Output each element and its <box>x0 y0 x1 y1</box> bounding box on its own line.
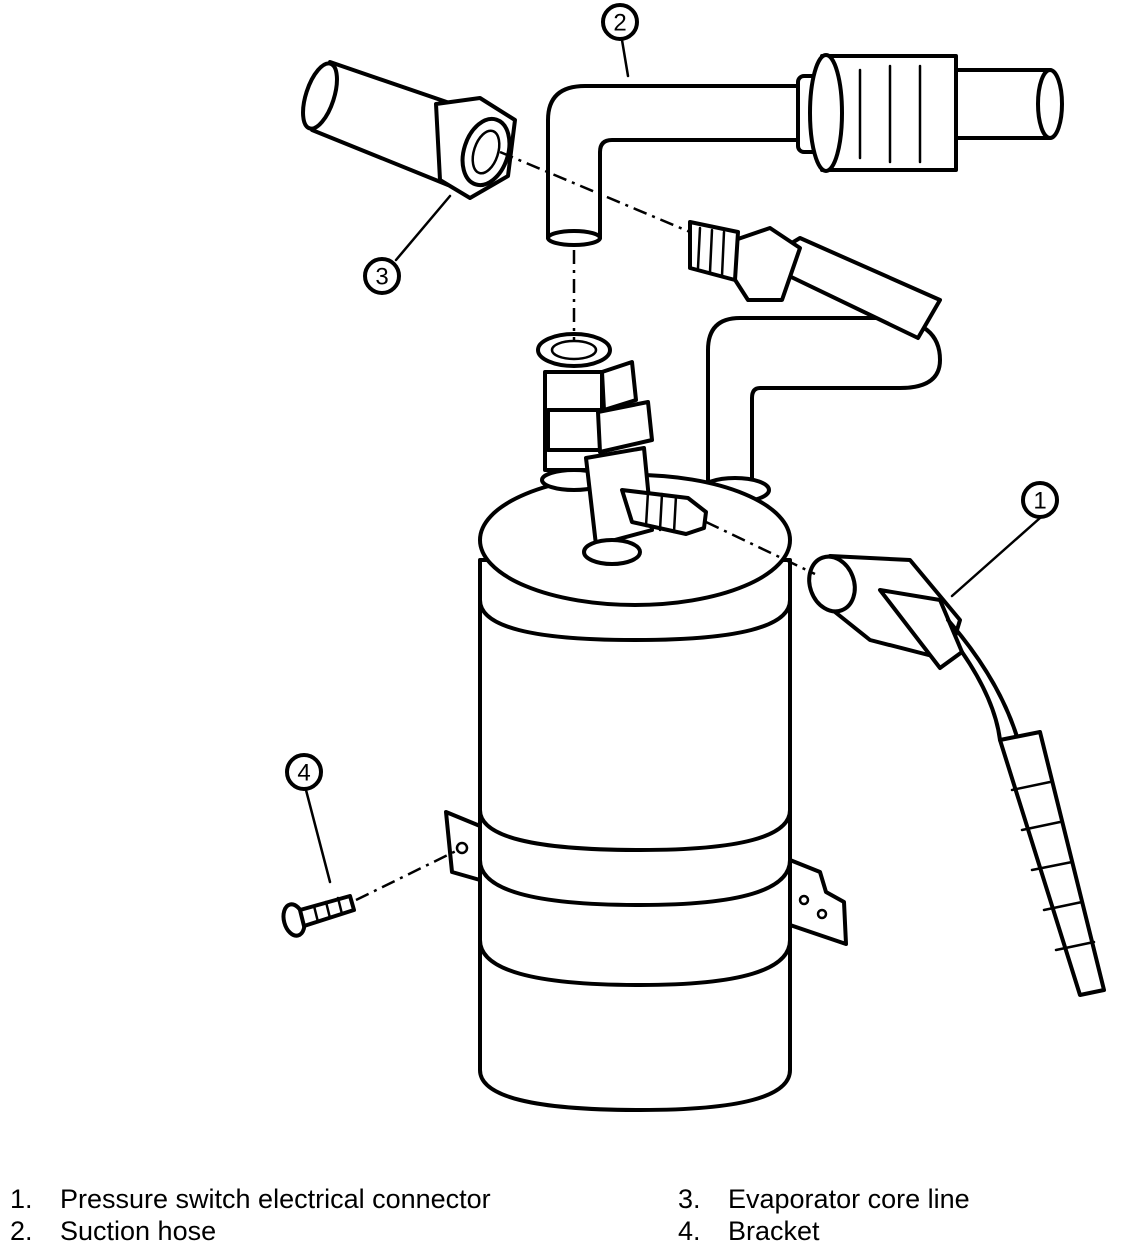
inlet-fitting <box>536 332 612 492</box>
pressure-switch-connector <box>807 554 1106 997</box>
callout-3-number: 3 <box>375 264 388 291</box>
callout-4-number: 4 <box>297 760 310 787</box>
suction-hose <box>546 53 1064 247</box>
callout-1: 1 <box>1021 481 1059 519</box>
evaporator-core-line <box>301 60 517 200</box>
legend-number: 2. <box>10 1216 33 1246</box>
legend-number: 1. <box>10 1184 33 1214</box>
parts-legend: 1. Pressure switch electrical connector 2… <box>0 1182 1136 1252</box>
callout-3: 3 <box>363 257 401 295</box>
legend-number: 4. <box>678 1216 701 1246</box>
callout-2-number: 2 <box>613 10 626 37</box>
legend-item-4: 4. Bracket <box>668 1216 820 1247</box>
callout-4: 4 <box>285 753 323 791</box>
pressure-switch-fitting <box>582 360 708 566</box>
legend-label: Pressure switch electrical connector <box>60 1184 491 1214</box>
callout-2: 2 <box>601 3 639 41</box>
legend-label: Suction hose <box>60 1216 217 1246</box>
callout-1-number: 1 <box>1033 488 1046 515</box>
legend-item-3: 3. Evaporator core line <box>668 1184 970 1215</box>
legend-item-2: 2. Suction hose <box>0 1216 216 1247</box>
legend-label: Evaporator core line <box>728 1184 970 1214</box>
accumulator-exploded-diagram: 1 2 3 4 <box>281 3 1106 1112</box>
alignment-lines <box>355 150 816 902</box>
legend-label: Bracket <box>728 1216 820 1246</box>
accumulator-body <box>444 473 848 1112</box>
bracket-screw <box>281 894 356 938</box>
legend-number: 3. <box>678 1184 701 1214</box>
legend-item-1: 1. Pressure switch electrical connector <box>0 1184 491 1215</box>
callout-leaders <box>304 38 1042 884</box>
outlet-pipe <box>688 220 942 504</box>
